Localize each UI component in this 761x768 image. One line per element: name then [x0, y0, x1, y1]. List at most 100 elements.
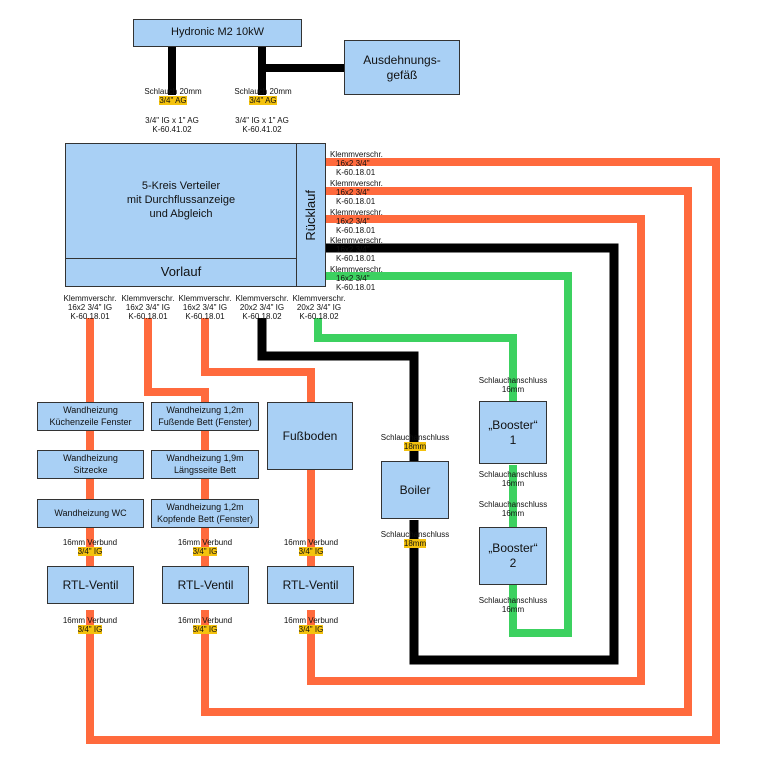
booster2-box: „Booster“ 2 — [479, 527, 547, 585]
booster2-top-conn-line1: Schlauchanschluss — [478, 500, 548, 509]
wall-heater-bed-side: Wandheizung 1,9m Längsseite Bett — [151, 450, 259, 479]
right-fitting-1: Klemmverschr. 16x2 3/4" K-60.18.01 — [330, 150, 388, 177]
orange-pipe-col3-return — [307, 215, 645, 685]
floor-heating-box: Fußboden — [267, 402, 353, 470]
booster1-top-conn-line2: 16mm — [501, 385, 525, 394]
heater-box: Hydronic M2 10kW — [133, 19, 302, 47]
right-fitting-2-line3: K-60.18.01 — [336, 197, 376, 206]
rtl-valve-1-label: RTL-Ventil — [62, 577, 119, 592]
right-fitting-4-line3: K-60.18.01 — [336, 254, 376, 263]
wall-heater-bed-head-label: Wandheizung 1,2m Kopfende Bett (Fenster) — [156, 502, 254, 524]
rtl-valve-1: RTL-Ventil — [47, 566, 134, 604]
wall-heater-seating: Wandheizung Sitzecke — [37, 450, 144, 479]
wall-heater-wc: Wandheizung WC — [37, 499, 144, 528]
bottom-fitting-4-line3: K-60.18.02 — [242, 312, 282, 321]
top-hose-right-line2: 3/4" AG — [249, 96, 277, 105]
bottom-fitting-2-line3: K-60.18.01 — [128, 312, 168, 321]
top-adapter-label-left: 3/4" IG x 1" AG K-60.41.02 — [141, 116, 203, 134]
bottom-fitting-2-line1: Klemmverschr. — [121, 294, 175, 303]
manifold-return-label: Rücklauf — [302, 189, 318, 241]
right-fitting-5-line1: Klemmverschr. — [330, 265, 383, 274]
boiler-top-conn-line1: Schlauchanschluss — [380, 433, 450, 442]
right-fitting-4-line1: Klemmverschr. — [330, 236, 383, 245]
right-fitting-3: Klemmverschr. 16x2 3/4" K-60.18.01 — [330, 208, 388, 235]
right-fitting-5: Klemmverschr. 16x2 3/4" K-60.18.01 — [330, 265, 388, 292]
wall-heater-wc-label: Wandheizung WC — [54, 507, 127, 518]
composite-upper-1-line1: 16mm Verbund — [62, 538, 118, 547]
bottom-fitting-3-line1: Klemmverschr. — [178, 294, 232, 303]
floor-heating-label: Fußboden — [282, 428, 338, 443]
expansion-tank-label: Ausdehnungs- gefäß — [363, 52, 441, 82]
bottom-fitting-3: Klemmverschr. 16x2 3/4" IG K-60.18.01 — [175, 294, 235, 321]
right-fitting-1-line2: 16x2 3/4" — [336, 159, 370, 168]
top-adapter-label-right: 3/4" IG x 1" AG K-60.41.02 — [231, 116, 293, 134]
bottom-fitting-4: Klemmverschr. 20x2 3/4" IG K-60.18.02 — [232, 294, 292, 321]
top-adapter-right-line1: 3/4" IG x 1" AG — [235, 116, 289, 125]
green-pipe-booster-return — [326, 272, 572, 637]
composite-upper-2: 16mm Verbund 3/4" IG — [173, 538, 237, 556]
bottom-fitting-4-line2: 20x2 3/4" IG — [239, 303, 285, 312]
top-hose-right-line1: Schlauch 20mm — [234, 87, 292, 96]
booster1-top-connection: Schlauchanschluss 16mm — [476, 376, 550, 394]
wall-heater-bed-foot-label: Wandheizung 1,2m Fußende Bett (Fenster) — [158, 405, 252, 427]
booster1-bottom-connection: Schlauchanschluss 16mm — [476, 470, 550, 488]
right-fitting-2: Klemmverschr. 16x2 3/4" K-60.18.01 — [330, 179, 388, 206]
right-fitting-4: Klemmverschr. 16x2 3/4" K-60.18.01 — [330, 236, 388, 263]
orange-pipe-col1-return — [86, 158, 720, 744]
right-fitting-1-line3: K-60.18.01 — [336, 168, 376, 177]
right-fitting-5-line3: K-60.18.01 — [336, 283, 376, 292]
bottom-fitting-5-line3: K-60.18.02 — [299, 312, 339, 321]
manifold-supply-label: Vorlauf — [160, 264, 202, 280]
composite-lower-3-line2: 3/4" IG — [298, 625, 324, 634]
booster1-label: „Booster“ 1 — [488, 417, 538, 447]
right-fitting-3-line2: 16x2 3/4" — [336, 217, 370, 226]
wall-heater-seating-label: Wandheizung Sitzecke — [63, 453, 118, 475]
booster2-bottom-conn-line1: Schlauchanschluss — [478, 596, 548, 605]
manifold-box: 5-Kreis Verteiler mit Durchflussanzeige … — [65, 143, 297, 259]
booster1-top-conn-line1: Schlauchanschluss — [478, 376, 548, 385]
wall-heater-kitchen-label: Wandheizung Küchenzeile Fenster — [49, 405, 132, 427]
bottom-fitting-1-line1: Klemmverschr. — [63, 294, 117, 303]
orange-pipe-col2-return — [201, 187, 692, 716]
wall-heater-kitchen: Wandheizung Küchenzeile Fenster — [37, 402, 144, 431]
composite-lower-1-line1: 16mm Verbund — [62, 616, 118, 625]
composite-upper-1-line2: 3/4" IG — [77, 547, 103, 556]
boiler-label: Boiler — [399, 482, 431, 497]
bottom-fitting-4-line1: Klemmverschr. — [235, 294, 289, 303]
right-fitting-4-line2: 16x2 3/4" — [336, 245, 370, 254]
orange-pipe-col2 — [144, 318, 209, 568]
bottom-fitting-5-line2: 20x2 3/4" IG — [296, 303, 342, 312]
top-hose-label-left: Schlauch 20mm 3/4" AG — [144, 87, 202, 105]
boiler-box: Boiler — [381, 461, 449, 519]
booster1-bottom-conn-line1: Schlauchanschluss — [478, 470, 548, 479]
bottom-fitting-1-line3: K-60.18.01 — [70, 312, 110, 321]
boiler-top-conn-line2: 18mm — [403, 442, 427, 451]
composite-upper-1: 16mm Verbund 3/4" IG — [58, 538, 122, 556]
black-pipe-boiler-return — [326, 243, 619, 665]
bottom-fitting-1-line2: 16x2 3/4" IG — [67, 303, 113, 312]
bottom-fitting-1: Klemmverschr. 16x2 3/4" IG K-60.18.01 — [60, 294, 120, 321]
top-hose-left-line1: Schlauch 20mm — [144, 87, 202, 96]
rtl-valve-3-label: RTL-Ventil — [282, 577, 339, 592]
composite-upper-3-line1: 16mm Verbund — [283, 538, 339, 547]
booster2-label: „Booster“ 2 — [488, 541, 538, 570]
heater-label: Hydronic M2 10kW — [171, 26, 264, 39]
composite-upper-2-line2: 3/4" IG — [192, 547, 218, 556]
right-fitting-3-line1: Klemmverschr. — [330, 208, 383, 217]
boiler-bottom-connection: Schlauchanschluss 18mm — [380, 530, 450, 548]
bottom-fitting-2-line2: 16x2 3/4" IG — [125, 303, 171, 312]
composite-upper-3-line2: 3/4" IG — [298, 547, 324, 556]
boiler-bottom-conn-line2: 18mm — [403, 539, 427, 548]
right-fitting-5-line2: 16x2 3/4" — [336, 274, 370, 283]
right-fitting-1-line1: Klemmverschr. — [330, 150, 383, 159]
rtl-valve-3: RTL-Ventil — [267, 566, 354, 604]
right-fitting-2-line2: 16x2 3/4" — [336, 188, 370, 197]
green-pipe-booster-supply — [314, 318, 517, 402]
manifold-supply-box: Vorlauf — [65, 258, 297, 287]
composite-lower-1: 16mm Verbund 3/4" IG — [58, 616, 122, 634]
booster1-box: „Booster“ 1 — [479, 401, 547, 464]
bottom-fitting-3-line3: K-60.18.01 — [185, 312, 225, 321]
top-adapter-left-line1: 3/4" IG x 1" AG — [145, 116, 199, 125]
expansion-tank-box: Ausdehnungs- gefäß — [344, 40, 460, 95]
